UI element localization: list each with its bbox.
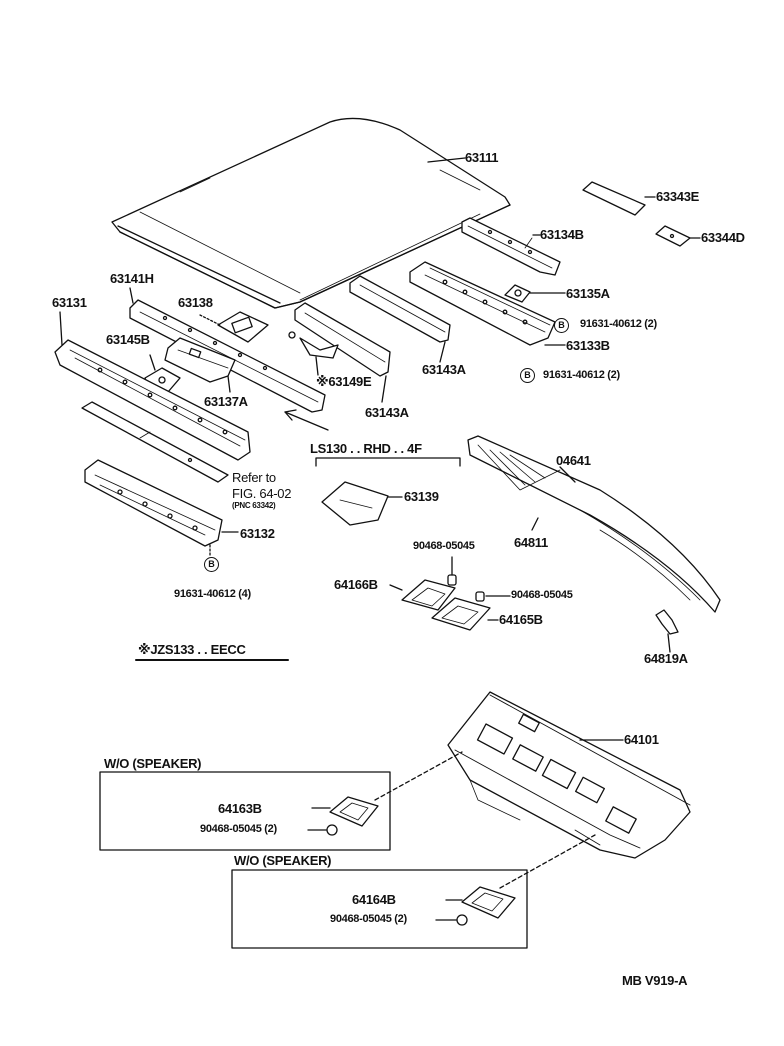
bolt-mark-b: B <box>520 368 535 383</box>
package-tray-64101 <box>447 691 691 859</box>
clip-90468-b <box>475 591 511 602</box>
grommet-64165B <box>431 597 499 631</box>
header-63134B <box>461 217 561 276</box>
grommet-64166B <box>389 579 456 611</box>
label-63143A: 63143A <box>365 405 409 420</box>
label-91631-b: 91631-40612 (2) <box>543 369 620 381</box>
tray-trim-64811 <box>467 435 721 613</box>
clip-64819A <box>655 609 679 653</box>
label-63131: 63131 <box>52 295 87 310</box>
pad-63344D <box>655 225 701 247</box>
bolt-mark-b: B <box>554 318 569 333</box>
refer-to-text: Refer to <box>232 470 276 485</box>
label-64165B: 64165B <box>499 612 543 627</box>
leader-speaker-1 <box>374 751 463 801</box>
label-63145B: 63145B <box>106 332 150 347</box>
wo-speaker-box-2 <box>231 869 528 949</box>
label-63138: 63138 <box>178 295 213 310</box>
panel-63131 <box>54 311 251 461</box>
leader-speaker-2 <box>499 834 596 889</box>
pad-63343E <box>582 181 656 216</box>
label-63132: 63132 <box>240 526 275 541</box>
roof-panel <box>111 117 511 309</box>
wo-speaker-title-1: W/O (SPEAKER) <box>104 756 202 771</box>
label-63343E: 63343E <box>656 189 700 204</box>
leader-63111 <box>427 157 466 163</box>
clip-63149E <box>288 331 339 376</box>
label-64811: 64811 <box>514 535 548 550</box>
footnote-label: ※JZS133 . . EECC <box>138 642 246 657</box>
label-91631-c: 91631-40612 (4) <box>174 588 251 600</box>
headlining-strip <box>81 401 229 483</box>
label-64819A: 64819A <box>644 651 688 666</box>
roof-bow-63143A-left <box>294 302 391 403</box>
label-63143A: 63143A <box>422 362 466 377</box>
bracket-63138 <box>199 311 269 343</box>
label-63134B: 63134B <box>540 227 584 242</box>
wo-speaker-title-2: W/O (SPEAKER) <box>234 853 332 868</box>
arrow-pointer <box>284 409 329 431</box>
bracket-63135A <box>504 284 566 303</box>
cover-64163B <box>307 796 379 836</box>
label-90468-c: 90468-05045 (2) <box>200 823 277 835</box>
cover-64164B <box>435 886 516 926</box>
label-63135A: 63135A <box>566 286 610 301</box>
refer-pnc-text: (PNC 63342) <box>232 501 276 510</box>
label-63141H: 63141H <box>110 271 154 286</box>
panel-63132 <box>84 459 239 557</box>
refer-fig-text: FIG. 64-02 <box>232 486 292 501</box>
clip-90468-a <box>447 556 457 586</box>
reinforcement-63137A <box>164 337 236 393</box>
label-63137A: 63137A <box>204 394 248 409</box>
label-64164B: 64164B <box>352 892 396 907</box>
panel-63133B <box>409 261 566 346</box>
bolt-mark-b: B <box>204 557 219 572</box>
label-63139: 63139 <box>404 489 439 504</box>
label-63344D: 63344D <box>701 230 745 245</box>
label-63133B: 63133B <box>566 338 610 353</box>
label-90468-d: 90468-05045 (2) <box>330 913 407 925</box>
figure-code: MB V919-A <box>622 973 688 988</box>
label-64166B: 64166B <box>334 577 378 592</box>
bracket-63139 <box>321 481 403 526</box>
label-04641: 04641 <box>556 453 591 468</box>
wo-speaker-box-1 <box>99 771 391 851</box>
label-90468-b: 90468-05045 <box>511 589 573 601</box>
label-91631-a: 91631-40612 (2) <box>580 318 657 330</box>
label-64101: 64101 <box>624 732 659 747</box>
variant-label: LS130 . . RHD . . 4F <box>310 441 422 456</box>
label-63149E: ※63149E <box>316 374 372 389</box>
label-64163B: 64163B <box>218 801 262 816</box>
roof-bow-63143A-right <box>349 275 451 363</box>
label-63111: 63111 <box>465 150 499 165</box>
label-90468-a: 90468-05045 <box>413 540 475 552</box>
variant-bracket <box>315 457 461 467</box>
